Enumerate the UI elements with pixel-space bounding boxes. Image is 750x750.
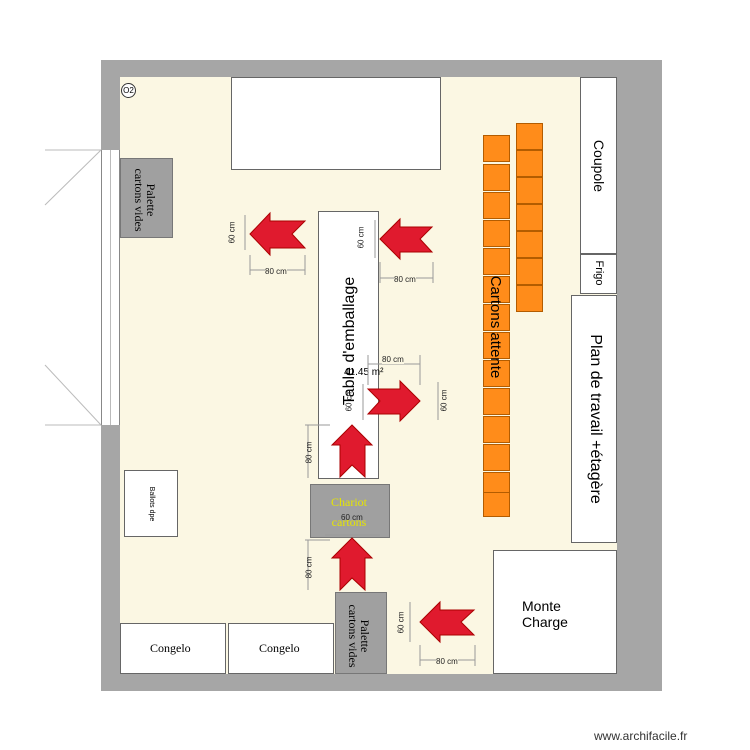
- watermark: www.archifacile.fr: [594, 729, 688, 743]
- arrow-left-6: [419, 600, 476, 644]
- dim-a5-v: 80 cm: [304, 556, 314, 579]
- palette-top: [120, 158, 173, 238]
- room-id: O2: [123, 86, 134, 95]
- dim-a2-h: 80 cm: [394, 275, 416, 284]
- freezer-1-label: Congelo: [150, 641, 191, 655]
- work-surface: [571, 295, 617, 543]
- arrow-right-3: [366, 379, 421, 423]
- dim-a2-v: 60 cm: [356, 226, 366, 249]
- frigo: [580, 254, 617, 294]
- arrow-left-1: [249, 211, 307, 257]
- arrow-up-5: [330, 537, 374, 592]
- freezer-2-label: Congelo: [259, 641, 300, 655]
- dim-a1-v: 60 cm: [227, 221, 237, 244]
- dim-a4-v: 80 cm: [304, 441, 314, 464]
- arrow-left-2: [379, 217, 434, 261]
- arrow-up-4: [330, 424, 374, 479]
- small-box: [124, 470, 178, 537]
- room-area: 41.45 m²: [344, 367, 384, 378]
- dim-a6-v: 60 cm: [396, 611, 406, 634]
- freezer-1: [120, 623, 226, 674]
- top-block: [231, 77, 441, 170]
- palette-bottom: [335, 592, 387, 674]
- dim-a6-h: 80 cm: [436, 657, 458, 666]
- coupole: [580, 77, 617, 254]
- dim-a3-h: 80 cm: [382, 355, 404, 364]
- freezer-2: [228, 623, 334, 674]
- dim-a3-v: 60 cm: [439, 389, 449, 412]
- dim-a1-h: 80 cm: [265, 267, 287, 276]
- dim-table-v: 60 cm: [344, 389, 354, 412]
- trolley: [310, 484, 390, 538]
- dim-a4-h: 60 cm: [341, 513, 363, 522]
- door-frame-line: [110, 150, 111, 425]
- room-id-circle: O2: [121, 83, 136, 98]
- freight-lift: [493, 550, 617, 674]
